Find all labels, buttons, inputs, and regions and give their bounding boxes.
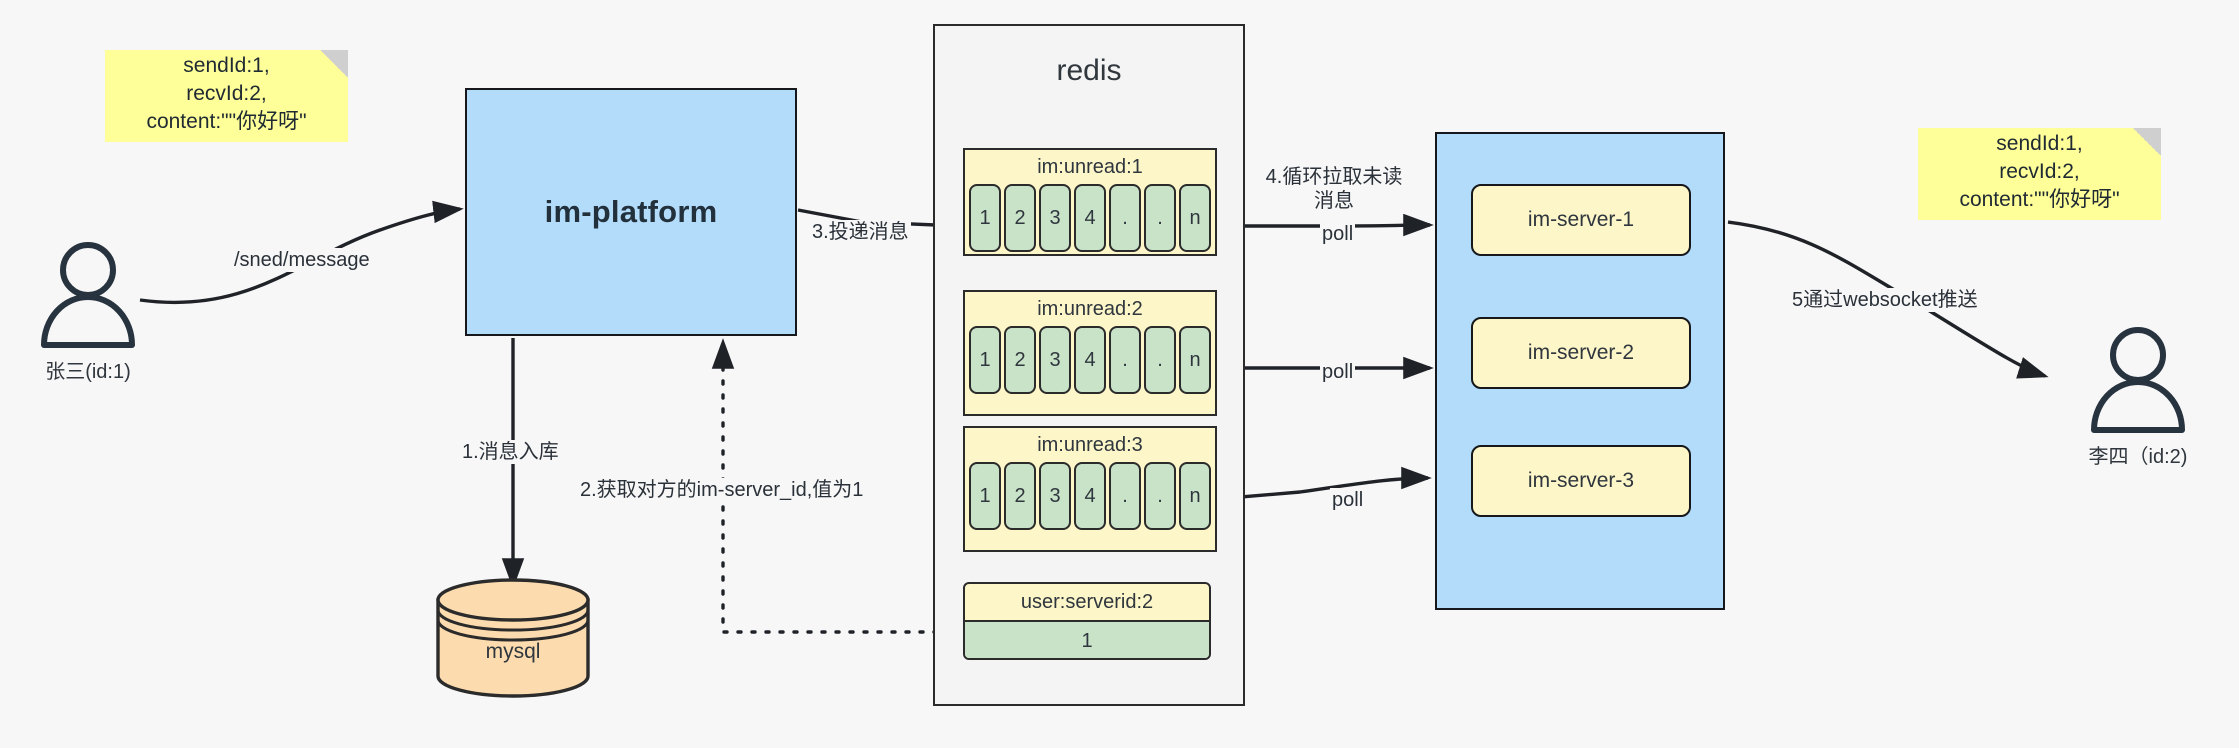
redis-list-im-unread-1[interactable]: im:unread:1 1 2 3 4 . . n <box>963 148 1217 256</box>
edge-label-step2: 2.获取对方的im-server_id,值为1 <box>578 478 866 503</box>
list-cell: 2 <box>1004 184 1036 252</box>
im-server-2-node[interactable]: im-server-2 <box>1471 317 1691 389</box>
list-cell: 3 <box>1039 462 1071 530</box>
sticky-fold-icon <box>320 50 348 78</box>
edge-label-step3: 3.投递消息 <box>810 220 911 245</box>
sticky-right-line-1: sendId:1, <box>1996 132 2083 156</box>
list-cell: . <box>1144 462 1176 530</box>
sticky-note-right: sendId:1, recvId:2, content:""你好呀" <box>1918 128 2161 220</box>
redis-list-im-unread-2[interactable]: im:unread:2 1 2 3 4 . . n <box>963 290 1217 416</box>
im-server-1-node[interactable]: im-server-1 <box>1471 184 1691 256</box>
redis-list-cells-3: 1 2 3 4 . . n <box>965 462 1215 534</box>
list-cell: 3 <box>1039 326 1071 394</box>
list-cell: 2 <box>1004 462 1036 530</box>
redis-list-cells-2: 1 2 3 4 . . n <box>965 326 1215 398</box>
database-cylinder-icon <box>436 578 590 698</box>
im-server-cluster: im-server-1 im-server-2 im-server-3 <box>1435 132 1725 610</box>
edge-label-step1: 1.消息入库 <box>460 440 561 465</box>
im-server-3-label: im-server-3 <box>1527 469 1635 492</box>
sticky-left-line-2: recvId:2, <box>186 82 267 106</box>
sticky-right-line-2: recvId:2, <box>1999 160 2080 184</box>
list-cell: . <box>1109 184 1141 252</box>
redis-kv-key: user:serverid:2 <box>965 584 1209 622</box>
actor-receiver <box>2078 325 2198 435</box>
redis-container: redis im:unread:1 1 2 3 4 . . n im:unrea… <box>933 24 1245 706</box>
redis-list-cells-1: 1 2 3 4 . . n <box>965 184 1215 256</box>
redis-kv-user-serverid[interactable]: user:serverid:2 1 <box>963 582 1211 660</box>
actor-sender <box>28 240 148 350</box>
actor-sender-label: 张三(id:1) <box>45 361 131 383</box>
list-cell: 1 <box>969 462 1001 530</box>
redis-list-key-2: im:unread:2 <box>1037 298 1143 320</box>
list-cell: . <box>1144 326 1176 394</box>
im-server-1-label: im-server-1 <box>1527 208 1635 231</box>
mysql-label: mysql <box>485 640 541 663</box>
redis-kv-value: 1 <box>965 622 1209 658</box>
list-cell: 4 <box>1074 462 1106 530</box>
edge-label-step4: 4.循环拉取未读消息 <box>1254 165 1414 214</box>
im-platform-node[interactable]: im-platform <box>465 88 797 336</box>
list-cell: n <box>1179 462 1211 530</box>
list-cell: . <box>1144 184 1176 252</box>
list-cell: 1 <box>969 184 1001 252</box>
im-server-2-label: im-server-2 <box>1527 341 1635 364</box>
list-cell: 3 <box>1039 184 1071 252</box>
list-cell: . <box>1109 326 1141 394</box>
list-cell: 4 <box>1074 326 1106 394</box>
im-platform-label: im-platform <box>544 194 718 229</box>
edge-label-poll-2: poll <box>1320 360 1356 385</box>
mysql-node[interactable]: mysql <box>432 578 594 698</box>
redis-title: redis <box>1056 54 1122 87</box>
list-cell: 4 <box>1074 184 1106 252</box>
edge-label-poll-1: poll <box>1320 222 1356 247</box>
im-server-3-node[interactable]: im-server-3 <box>1471 445 1691 517</box>
redis-list-key-1: im:unread:1 <box>1037 156 1143 178</box>
redis-list-key-3: im:unread:3 <box>1037 434 1143 456</box>
list-cell: n <box>1179 184 1211 252</box>
redis-list-im-unread-3[interactable]: im:unread:3 1 2 3 4 . . n <box>963 426 1217 552</box>
user-icon <box>41 242 135 348</box>
actor-receiver-label: 李四（id:2) <box>2088 446 2188 468</box>
sticky-right-line-3: content:""你好呀" <box>1959 187 2120 211</box>
user-icon <box>2091 327 2185 433</box>
list-cell: . <box>1109 462 1141 530</box>
sticky-left-line-1: sendId:1, <box>183 54 270 78</box>
sticky-fold-icon <box>2133 128 2161 156</box>
edge-label-poll-3: poll <box>1330 488 1366 513</box>
sticky-note-left: sendId:1, recvId:2, content:""你好呀" <box>105 50 348 142</box>
sticky-left-line-3: content:""你好呀" <box>146 109 307 133</box>
edge-label-step5: 5通过websocket推送 <box>1790 288 1980 313</box>
list-cell: 2 <box>1004 326 1036 394</box>
edge-label-send-message: /sned/message <box>232 248 372 273</box>
list-cell: 1 <box>969 326 1001 394</box>
list-cell: n <box>1179 326 1211 394</box>
